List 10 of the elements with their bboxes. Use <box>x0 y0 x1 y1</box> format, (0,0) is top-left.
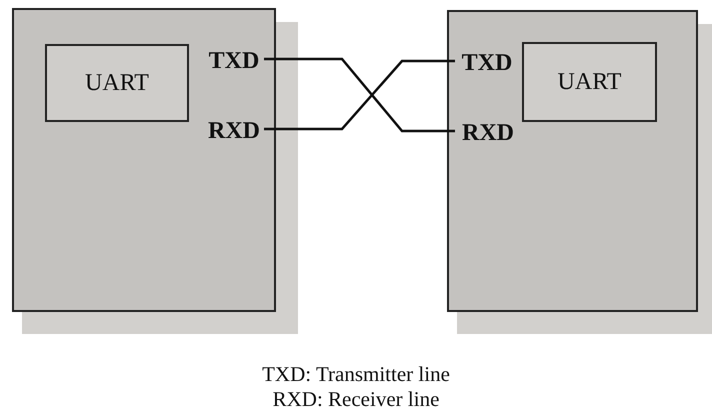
uart-box: UART <box>45 44 189 122</box>
device-box <box>447 10 698 312</box>
legend-note: RXD: Receiver line <box>272 387 440 412</box>
pin-label: TXD <box>457 46 517 80</box>
legend-note: TXD: Transmitter line <box>262 362 450 387</box>
device-box <box>12 8 276 312</box>
pin-label: TXD <box>202 44 266 78</box>
uart-box: UART <box>522 42 657 122</box>
pin-label: RXD <box>202 114 266 148</box>
pin-label: RXD <box>457 116 519 150</box>
